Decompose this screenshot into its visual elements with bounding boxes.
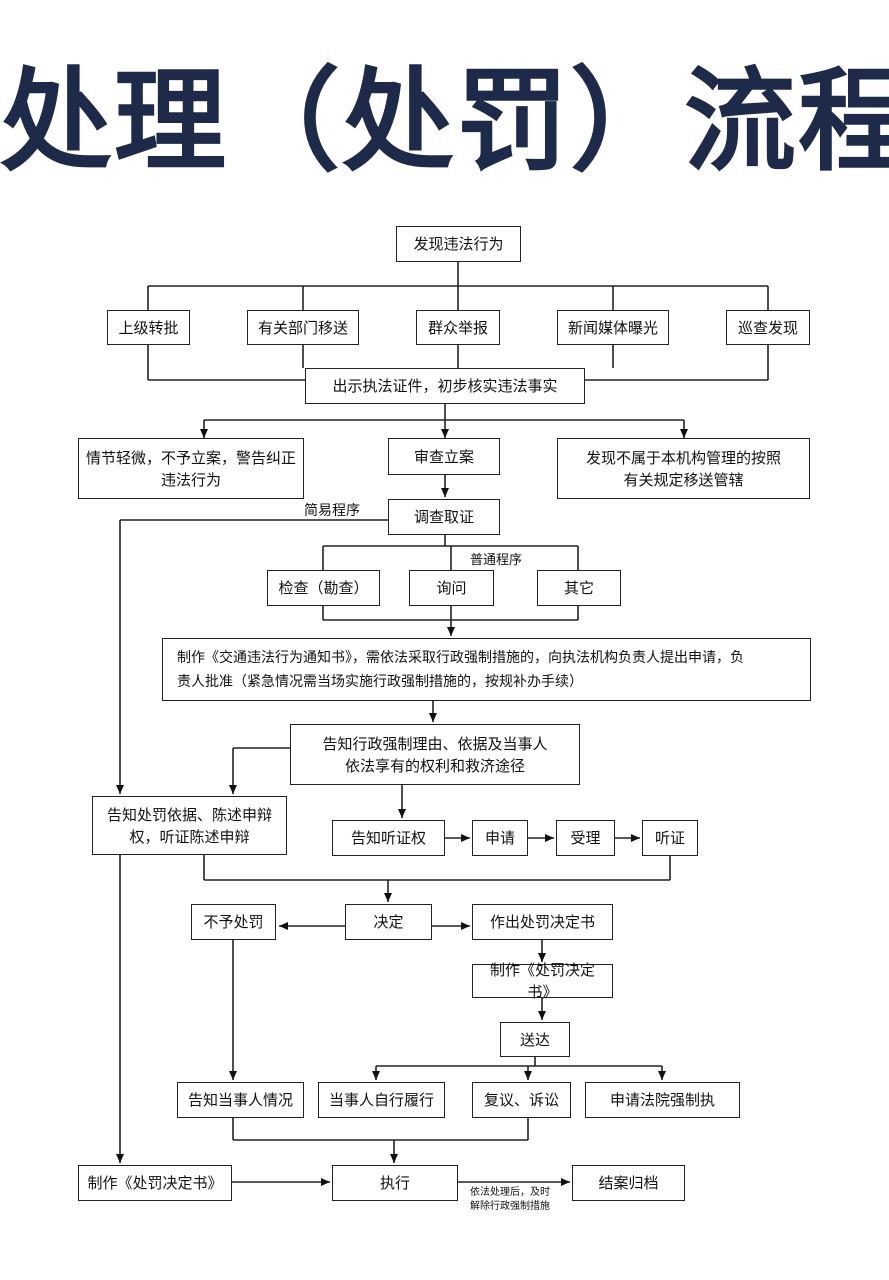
hearing-right-node: 告知听证权: [332, 820, 445, 856]
source-superior-node: 上级转批: [107, 310, 190, 345]
violation-notice-node: 制作《交通违法行为通知书》，需依法采取行政强制措施的，向执法机构负责人提出申请，…: [162, 638, 811, 701]
accept-node: 受理: [556, 820, 615, 856]
execute-node: 执行: [332, 1165, 458, 1201]
source-patrol-node: 巡查发现: [726, 310, 810, 345]
transfer-line2: 有关规定移送管辖: [623, 470, 744, 489]
investigate-node: 调查取证: [388, 499, 500, 535]
release-note-line2: 解除行政强制措施: [470, 1201, 550, 1212]
inform-coercive-line1: 告知行政强制理由、依据及当事人: [322, 734, 548, 753]
inform-coercive-line2: 依法享有的权利和救济途径: [344, 756, 525, 775]
decide-node: 决定: [345, 904, 432, 940]
normal-procedure-label: 普通程序: [470, 553, 523, 568]
transfer-jurisdiction-node: 发现不属于本机构管理的按照 有关规定移送管辖: [557, 438, 810, 499]
source-media-node: 新闻媒体曝光: [557, 310, 669, 345]
source-department-node: 有关部门移送: [247, 310, 359, 345]
inquire-node: 询问: [409, 570, 494, 606]
discover-violation-node: 发现违法行为: [396, 226, 521, 262]
inform-coercive-node: 告知行政强制理由、依据及当事人 依法享有的权利和救济途径: [290, 724, 580, 785]
inform-party-node: 告知当事人情况: [177, 1082, 304, 1118]
archive-node: 结案归档: [572, 1165, 685, 1201]
minor-case-line1: 情节轻微，不予立案，警告纠正: [85, 448, 296, 467]
make-decision-node: 作出处罚决定书: [472, 904, 613, 940]
release-note-line1: 依法处理后，及时: [470, 1187, 550, 1198]
minor-case-line2: 违法行为: [160, 470, 221, 489]
notice-line2: 责人批准（紧急情况需当场实施行政强制措施的，按规补办手续）: [177, 673, 583, 690]
make-penalty-doc-simple-node: 制作《处罚决定书》: [78, 1165, 232, 1201]
source-public-report-node: 群众举报: [416, 310, 500, 345]
apply-node: 申请: [472, 820, 528, 856]
notice-line1: 制作《交通违法行为通知书》，需依法采取行政强制措施的，向执法机构负责人提出申请，…: [177, 649, 744, 666]
simple-procedure-label: 简易程序: [304, 503, 360, 519]
no-penalty-node: 不予处罚: [191, 904, 276, 940]
inform-basis-node: 告知处罚依据、陈述申辩 权，听证陈述申辩: [92, 796, 287, 855]
make-penalty-doc-node: 制作《处罚决定书》: [472, 961, 613, 1001]
verify-facts-node: 出示执法证件，初步核实违法事实: [305, 368, 585, 404]
deliver-node: 送达: [500, 1022, 570, 1057]
release-measures-note: 依法处理后，及时 解除行政强制措施: [470, 1186, 550, 1214]
page-title: 处理（处罚）流程: [0, 57, 889, 187]
transfer-line1: 发现不属于本机构管理的按照: [585, 448, 781, 467]
court-enforcement-node: 申请法院强制执: [585, 1082, 740, 1118]
register-case-node: 审查立案: [388, 438, 500, 475]
hearing-node: 听证: [642, 820, 698, 856]
minor-case-node: 情节轻微，不予立案，警告纠正 违法行为: [78, 438, 304, 499]
inform-basis-line2: 权，听证陈述申辩: [129, 827, 250, 846]
inform-basis-line1: 告知处罚依据、陈述申辩: [106, 805, 272, 824]
inspect-node: 检查（勘查）: [267, 570, 380, 606]
review-litigation-node: 复议、诉讼: [472, 1082, 571, 1118]
self-perform-node: 当事人自行履行: [318, 1082, 445, 1118]
other-node: 其它: [537, 570, 621, 606]
